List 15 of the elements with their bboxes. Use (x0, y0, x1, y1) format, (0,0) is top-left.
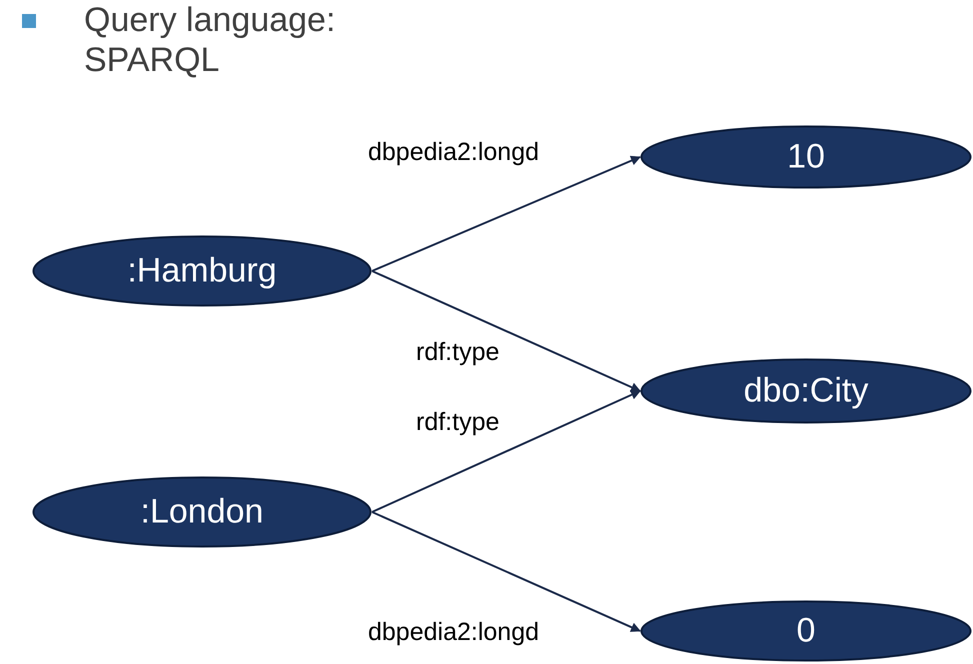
ellipse-node (640, 358, 972, 424)
node-label: :London (140, 492, 264, 532)
ellipse-node (640, 125, 972, 189)
node-label: dbo:City (742, 372, 870, 410)
bullet-text: Query language: SPARQL (84, 0, 336, 80)
arrow (372, 270, 641, 392)
arrow (372, 511, 641, 632)
ellipse-node (32, 235, 372, 307)
arrow (372, 390, 641, 513)
ellipse-node (640, 600, 972, 662)
node-label: :Hamburg (126, 252, 278, 290)
node-label: 10 (786, 138, 826, 176)
arrow (372, 156, 641, 272)
node-label: 0 (796, 612, 816, 650)
ellipse-node (32, 476, 372, 548)
